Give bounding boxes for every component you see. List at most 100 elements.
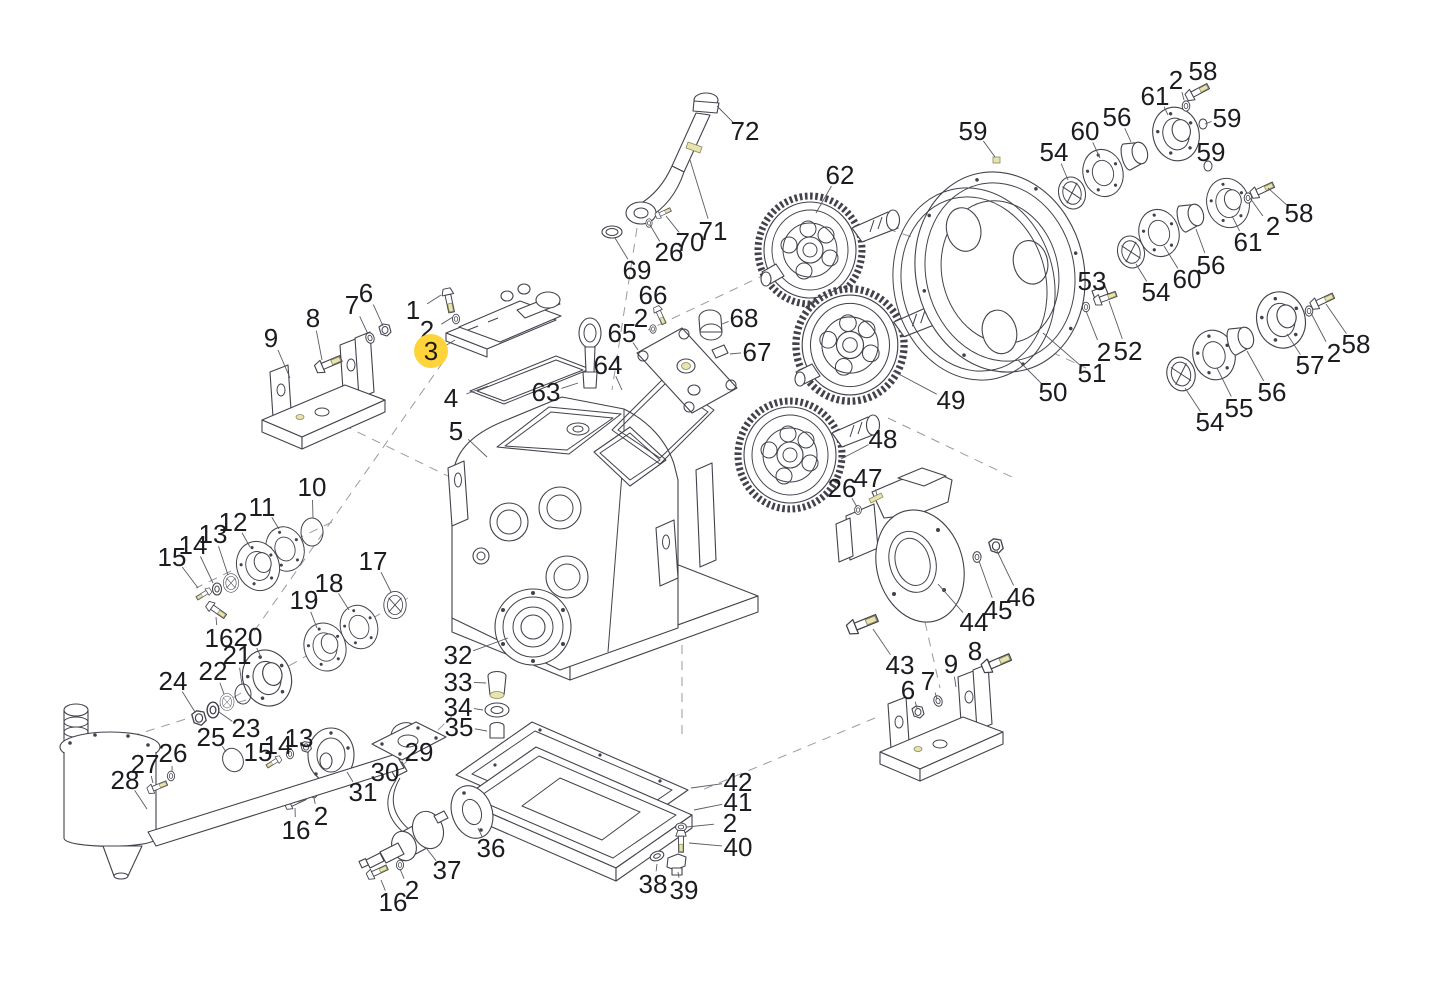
part-label-2[interactable]: 2 [1266,211,1280,241]
part-label-35[interactable]: 35 [445,712,474,742]
part-label-4[interactable]: 4 [444,383,458,413]
part-label-71[interactable]: 71 [699,216,728,246]
part-label-18[interactable]: 18 [315,568,344,598]
part-label-43[interactable]: 43 [886,650,915,680]
part-label-51[interactable]: 51 [1078,358,1107,388]
part-label-2[interactable]: 2 [634,303,648,333]
part-label-55[interactable]: 55 [1225,393,1254,423]
part-label-25[interactable]: 25 [197,722,226,752]
part-label-54[interactable]: 54 [1040,137,1069,167]
part-label-27[interactable]: 27 [131,749,160,779]
part-label-67[interactable]: 67 [743,337,772,367]
part-label-2[interactable]: 2 [723,808,737,838]
part-label-56[interactable]: 56 [1258,377,1287,407]
part-label-15[interactable]: 15 [158,542,187,572]
part-label-56[interactable]: 56 [1197,250,1226,280]
part-label-62[interactable]: 62 [826,160,855,190]
part-label-38[interactable]: 38 [639,869,668,899]
part-label-21[interactable]: 21 [223,640,252,670]
part-label-59[interactable]: 59 [959,116,988,146]
part-label-20[interactable]: 20 [234,622,263,652]
part-label-70[interactable]: 70 [676,227,705,257]
part-label-37[interactable]: 37 [433,855,462,885]
part-label-58[interactable]: 58 [1189,56,1218,86]
part-label-60[interactable]: 60 [1071,116,1100,146]
part-label-61[interactable]: 61 [1141,81,1170,111]
part-label-24[interactable]: 24 [159,666,188,696]
part-label-2[interactable]: 2 [1097,337,1111,367]
part-label-56[interactable]: 56 [1103,102,1132,132]
part-label-2[interactable]: 2 [314,801,328,831]
part-label-32[interactable]: 32 [444,640,473,670]
part-label-2[interactable]: 2 [405,875,419,905]
part-label-1[interactable]: 1 [406,295,420,325]
part-label-57[interactable]: 57 [1296,350,1325,380]
part-label-7[interactable]: 7 [921,666,935,696]
part-label-59[interactable]: 59 [1213,103,1242,133]
part-label-63[interactable]: 63 [532,377,561,407]
part-label-69[interactable]: 69 [623,255,652,285]
part-label-49[interactable]: 49 [937,385,966,415]
part-label-41[interactable]: 41 [724,787,753,817]
part-label-48[interactable]: 48 [869,424,898,454]
part-label-29[interactable]: 29 [405,737,434,767]
part-label-19[interactable]: 19 [290,585,319,615]
part-label-45[interactable]: 45 [984,595,1013,625]
part-label-6[interactable]: 6 [901,675,915,705]
part-label-9[interactable]: 9 [944,649,958,679]
part-label-61[interactable]: 61 [1234,227,1263,257]
part-label-15[interactable]: 15 [244,737,273,767]
part-label-16[interactable]: 16 [379,887,408,917]
part-label-17[interactable]: 17 [359,546,388,576]
part-label-53[interactable]: 53 [1078,266,1107,296]
part-label-72[interactable]: 72 [731,116,760,146]
part-label-14[interactable]: 14 [179,530,208,560]
part-label-58[interactable]: 58 [1342,329,1371,359]
part-label-13[interactable]: 13 [285,723,314,753]
part-label-2[interactable]: 2 [1169,65,1183,95]
part-label-10[interactable]: 10 [298,472,327,502]
part-label-31[interactable]: 31 [349,777,378,807]
part-label-8[interactable]: 8 [968,636,982,666]
part-label-16[interactable]: 16 [205,623,234,653]
part-label-26[interactable]: 26 [655,237,684,267]
part-label-44[interactable]: 44 [960,607,989,637]
part-label-60[interactable]: 60 [1173,264,1202,294]
part-label-23[interactable]: 23 [232,713,261,743]
part-label-13[interactable]: 13 [199,519,228,549]
part-label-3-highlighted[interactable]: 3 [424,336,438,366]
part-label-59[interactable]: 59 [1197,137,1226,167]
part-label-54[interactable]: 54 [1196,407,1225,437]
part-label-40[interactable]: 40 [724,832,753,862]
part-label-12[interactable]: 12 [219,507,248,537]
part-label-30[interactable]: 30 [371,757,400,787]
part-label-8[interactable]: 8 [306,303,320,333]
part-label-68[interactable]: 68 [730,303,759,333]
part-label-9[interactable]: 9 [264,323,278,353]
part-label-36[interactable]: 36 [477,833,506,863]
part-label-34[interactable]: 34 [444,692,473,722]
part-label-39[interactable]: 39 [670,875,699,905]
part-label-50[interactable]: 50 [1039,377,1068,407]
part-label-26[interactable]: 26 [828,473,857,503]
part-label-46[interactable]: 46 [1007,582,1036,612]
part-label-7[interactable]: 7 [345,290,359,320]
part-label-33[interactable]: 33 [444,667,473,697]
part-label-58[interactable]: 58 [1285,198,1314,228]
part-label-2[interactable]: 2 [1327,338,1341,368]
part-label-11[interactable]: 11 [249,492,276,522]
part-label-28[interactable]: 28 [111,765,140,795]
part-label-42[interactable]: 42 [724,767,753,797]
part-label-14[interactable]: 14 [264,730,293,760]
part-label-64[interactable]: 64 [594,350,623,380]
part-label-66[interactable]: 66 [639,280,668,310]
part-label-16[interactable]: 16 [282,815,311,845]
part-label-65[interactable]: 65 [608,318,637,348]
part-label-47[interactable]: 47 [854,463,883,493]
part-label-54[interactable]: 54 [1142,277,1171,307]
part-label-22[interactable]: 22 [199,656,228,686]
part-label-26[interactable]: 26 [159,738,188,768]
part-label-5[interactable]: 5 [449,416,463,446]
part-label-6[interactable]: 6 [359,278,373,308]
part-label-52[interactable]: 52 [1114,336,1143,366]
